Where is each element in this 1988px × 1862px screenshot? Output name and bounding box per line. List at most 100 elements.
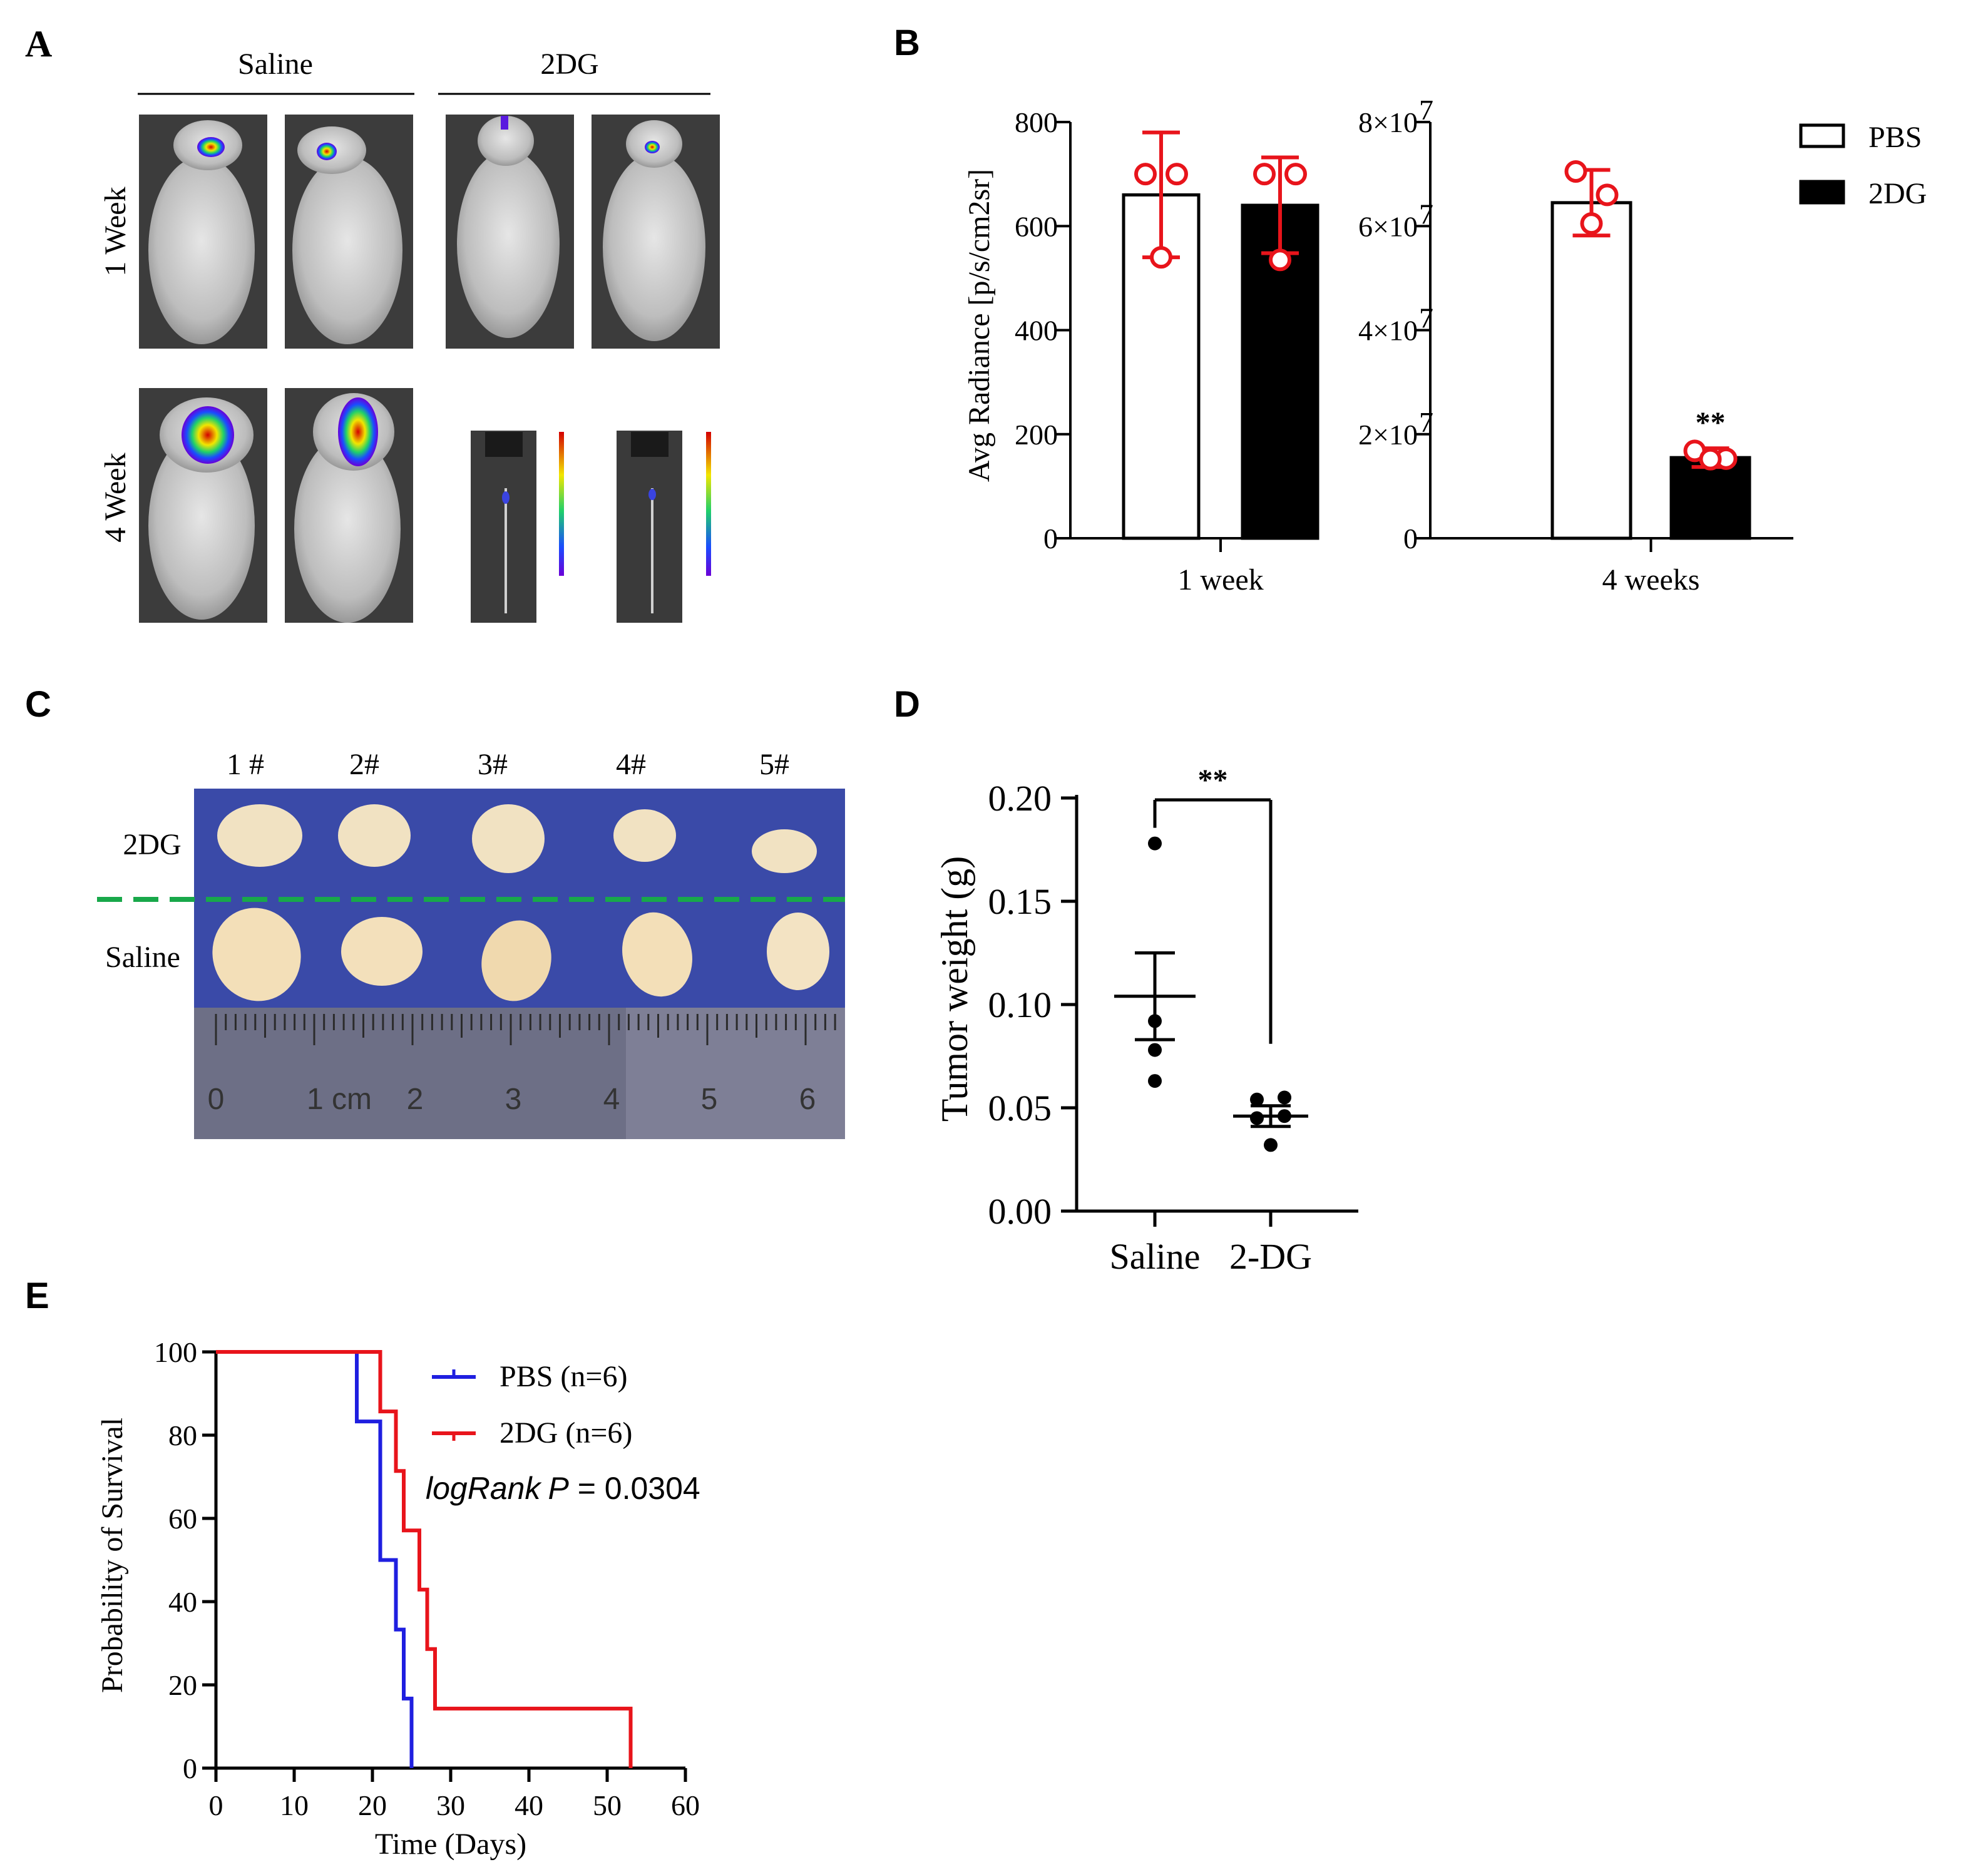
logrank-value: = 0.0304 xyxy=(569,1471,700,1506)
b-data-point xyxy=(1166,163,1188,186)
legend-label-pbs: PBS xyxy=(1868,121,1922,154)
sample-label-2: 2# xyxy=(349,748,379,781)
row-label-4-week: 4 Week xyxy=(99,453,132,542)
d-significance-label: ** xyxy=(1198,764,1228,797)
e-survival-line-pbs xyxy=(216,1350,414,1768)
ruler-label-4: 4 xyxy=(603,1083,620,1116)
b-y-tick-label: 200 xyxy=(1015,419,1058,451)
row-label-2dg: 2DG xyxy=(123,828,181,861)
panel-d: D Tumor weight (g) 0.000.050.100.150.20S… xyxy=(894,684,1358,1277)
row-label-saline: Saline xyxy=(105,941,180,974)
sample-label-5: 5# xyxy=(759,748,789,781)
d-x-tick-label: 2-DG xyxy=(1229,1236,1312,1277)
b-bar-pbs xyxy=(1550,201,1632,540)
bli-image-saline-1w-b xyxy=(285,115,413,349)
legend-label-2dg-n6: 2DG (n=6) xyxy=(500,1416,632,1450)
d-data-point xyxy=(1278,1090,1291,1105)
bli-image-2dg-1w-a xyxy=(446,115,574,349)
bli-image-saline-4w-a xyxy=(139,388,267,623)
logrank-label: logRank xyxy=(426,1471,542,1506)
d-data-point xyxy=(1148,836,1162,851)
b-y-tick-label: 400 xyxy=(1015,315,1058,347)
e-y-tick-label: 60 xyxy=(168,1503,197,1535)
panel-e: E Probability of Survival Time (Days) 0 2… xyxy=(25,1276,700,1861)
e-x-tick-label: 0 xyxy=(209,1789,223,1821)
e-y-tick-label: 80 xyxy=(168,1420,197,1451)
b-y-tick-label: 2×10 xyxy=(1358,419,1418,451)
e-x-axis-label: Time (Days) xyxy=(375,1828,526,1861)
panel-label-c: C xyxy=(25,684,51,725)
e-x-tick-label: 60 xyxy=(671,1789,700,1821)
ruler-label-3: 3 xyxy=(505,1083,522,1116)
e-x-tick-label: 50 xyxy=(593,1789,622,1821)
bli-image-saline-1w-a xyxy=(139,115,267,349)
e-y-tick-label: 100 xyxy=(154,1336,197,1368)
b-bar-2dg xyxy=(1241,203,1319,540)
d-y-tick-label: 0.20 xyxy=(988,778,1052,819)
panel-label-b: B xyxy=(894,23,920,63)
b-y-tick-label: 600 xyxy=(1015,210,1058,242)
b-data-point xyxy=(1580,212,1603,235)
d-data-point xyxy=(1250,1111,1264,1125)
d-y-tick-label: 0.15 xyxy=(988,881,1052,922)
b-y-tick-label: 8×10 xyxy=(1358,106,1418,138)
b-data-point xyxy=(1150,246,1172,269)
ruler-label-6: 6 xyxy=(799,1083,816,1116)
b-data-point xyxy=(1699,448,1722,471)
b-data-point xyxy=(1269,248,1291,272)
d-y-tick-label: 0.05 xyxy=(988,1088,1052,1128)
panel-c: C 1 # 2# 3# 4# 5# 0 1 cm 2 3 4 5 6 xyxy=(25,684,845,1139)
panel-b: B Avg Radiance [p/s/cm2sr] 0 200 400 600 800… xyxy=(894,23,1927,596)
legend-label-2dg: 2DG xyxy=(1868,177,1927,210)
b-y-axis-label: Avg Radiance [p/s/cm2sr] xyxy=(963,169,996,482)
legend-swatch-2dg xyxy=(1799,180,1845,205)
b-y-tick-exponent: 7 xyxy=(1419,302,1433,334)
b-y-tick-exponent: 7 xyxy=(1419,406,1433,438)
d-data-point xyxy=(1264,1138,1278,1152)
bli-image-2dg-1w-b xyxy=(592,115,720,349)
e-y-axis-label: Probability of Survival xyxy=(96,1418,129,1693)
b-x-axis-label: 1 week xyxy=(1177,563,1263,596)
group-label-2dg: 2DG xyxy=(540,48,598,81)
b-y-tick-label: 800 xyxy=(1015,106,1058,138)
e-x-tick-label: 40 xyxy=(515,1789,543,1821)
e-x-tick-label: 10 xyxy=(280,1789,309,1821)
sample-label-1: 1 # xyxy=(227,748,264,781)
ruler-label-1cm: 1 cm xyxy=(307,1083,372,1116)
panel-label-e: E xyxy=(25,1276,49,1316)
e-y-tick-label: 0 xyxy=(183,1752,197,1784)
group-label-saline: Saline xyxy=(238,48,313,81)
d-y-tick-label: 0.00 xyxy=(988,1191,1052,1232)
d-data-point xyxy=(1148,1043,1162,1057)
bli-image-saline-4w-b xyxy=(285,388,413,623)
panel-a: A Saline 2DG 1 Week 4 Week xyxy=(25,23,720,623)
b-y-tick-label: 0 xyxy=(1403,523,1418,555)
d-data-point xyxy=(1148,1074,1162,1088)
ruler-label-5: 5 xyxy=(701,1083,718,1116)
sample-label-4: 4# xyxy=(616,748,646,781)
panel-label-d: D xyxy=(894,684,920,725)
b-data-point xyxy=(1596,183,1619,207)
ruler-ticks xyxy=(215,1014,836,1045)
bli-image-2dg-4w-b xyxy=(592,388,720,623)
e-y-tick-label: 40 xyxy=(168,1586,197,1618)
b-y-tick-exponent: 7 xyxy=(1419,94,1433,126)
b-y-tick-label: 4×10 xyxy=(1358,315,1418,347)
row-label-1-week: 1 Week xyxy=(99,187,132,276)
b-data-point xyxy=(1284,163,1307,186)
sample-label-3: 3# xyxy=(478,748,508,781)
b-data-point xyxy=(1134,163,1157,186)
d-data-point xyxy=(1250,1092,1264,1107)
b-y-tick-label: 0 xyxy=(1043,523,1058,555)
tumor-photo: 0 1 cm 2 3 4 5 6 xyxy=(194,789,845,1139)
b-x-axis-label: 4 weeks xyxy=(1602,563,1700,596)
b-data-point xyxy=(1253,163,1276,186)
e-survival-line-2dg xyxy=(216,1350,633,1768)
e-x-tick-label: 30 xyxy=(436,1789,465,1821)
